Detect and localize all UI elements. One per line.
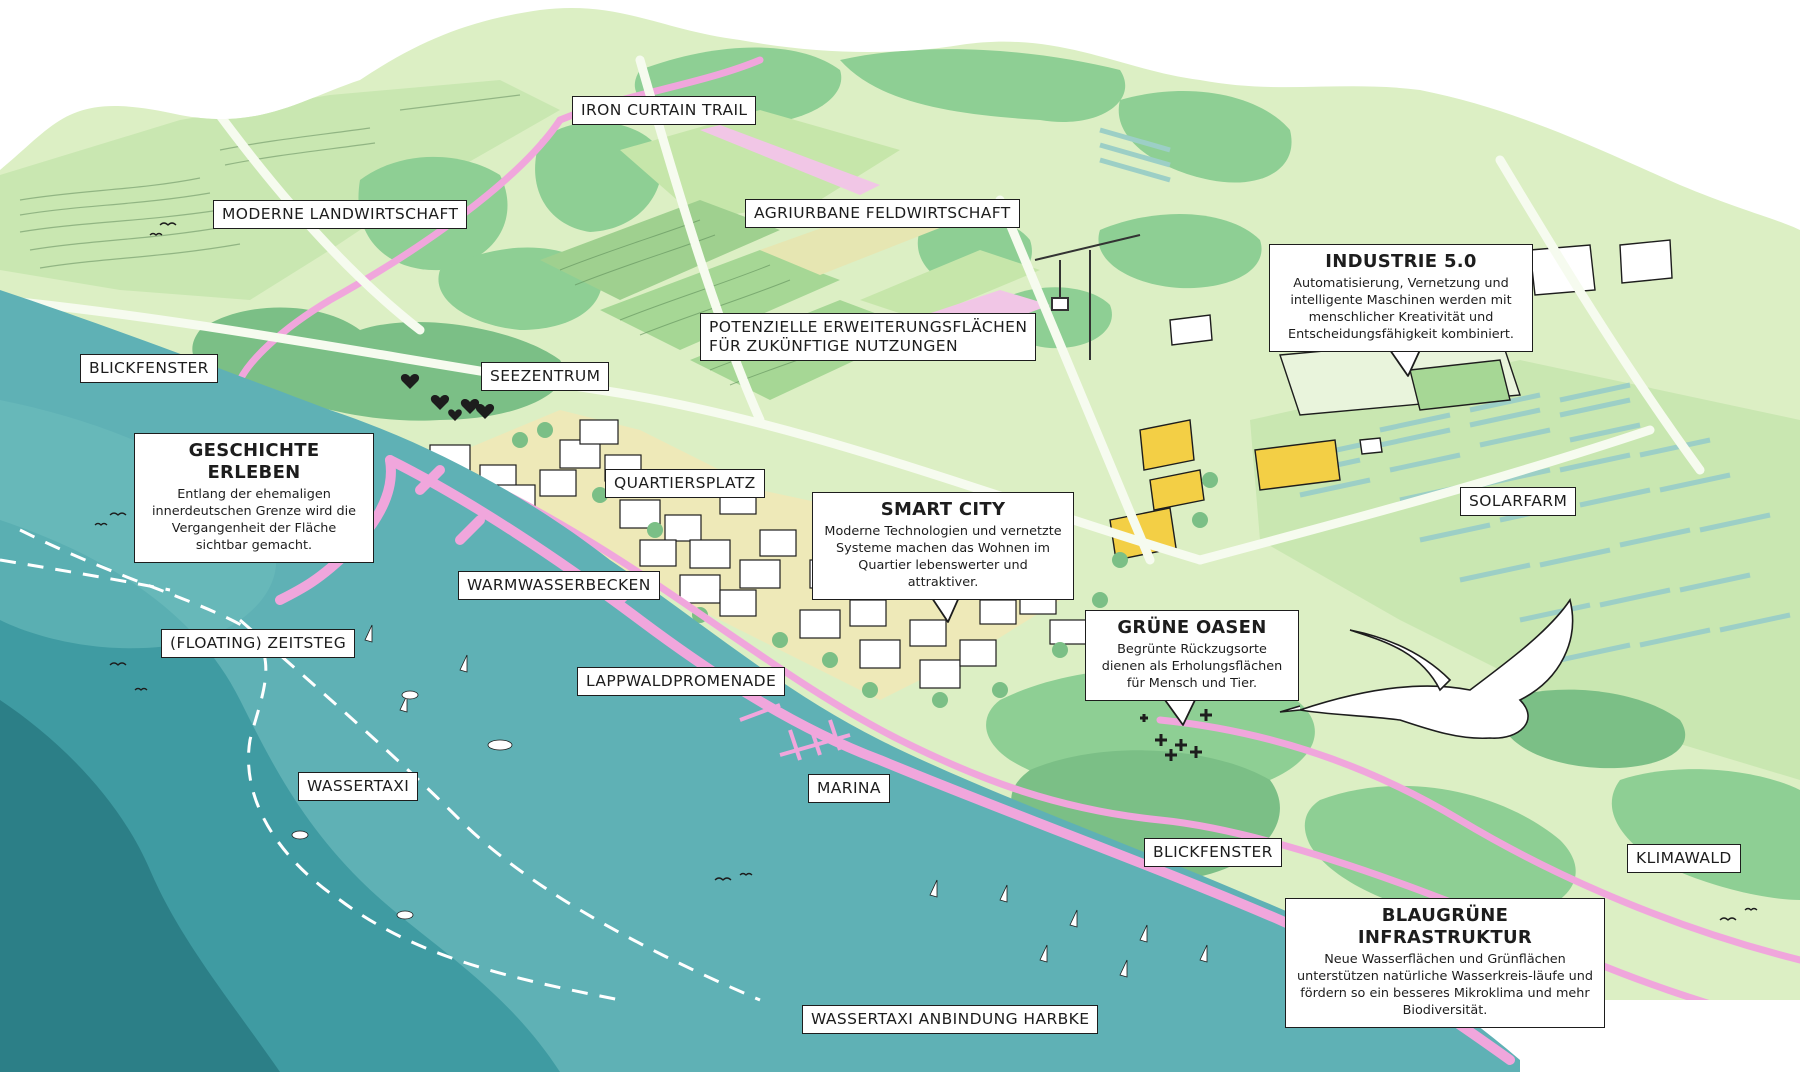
label-wassertaxi: WASSERTAXI (298, 772, 419, 801)
callout-blaugruen-text: Neue Wasserflächen und Grünflächen unter… (1296, 952, 1594, 1018)
callout-smart-city: SMART CITY Moderne Technologien und vern… (812, 492, 1074, 600)
callout-geschichte-erleben: GESCHICHTE ERLEBEN Entlang der ehemalige… (134, 433, 374, 563)
callout-gruene-oasen-title: GRÜNE OASEN (1117, 617, 1267, 638)
bird-icons (94, 222, 1758, 921)
label-wassertaxi-harbke: WASSERTAXI ANBINDUNG HARBKE (802, 1005, 1099, 1034)
label-klimawald: KLIMAWALD (1627, 844, 1741, 873)
label-moderne-landwirtschaft: MODERNE LANDWIRTSCHAFT (213, 200, 468, 229)
erweiterung-line-2: FÜR ZUKÜNFTIGE NUTZUNGEN (709, 337, 958, 355)
label-solarfarm: SOLARFARM (1460, 487, 1577, 516)
label-blickfenster-west: BLICKFENSTER (80, 354, 218, 383)
callout-geschichte-text: Entlang der ehemaligen innerdeutschen Gr… (151, 487, 356, 553)
callout-smart-city-title: SMART CITY (880, 499, 1006, 520)
erweiterung-line-1: POTENZIELLE ERWEITERUNGSFLÄCHEN (709, 318, 1028, 336)
label-erweiterungsflaechen: POTENZIELLE ERWEITERUNGSFLÄCHEN FÜR ZUKÜ… (700, 313, 1037, 361)
cross-icons (1140, 709, 1212, 761)
heart-icons (400, 374, 495, 421)
callout-blaugruene-infrastruktur: BLAUGRÜNE INFRASTRUKTUR Neue Wasserfläch… (1285, 898, 1605, 1028)
callout-blaugruen-title: BLAUGRÜNE INFRASTRUKTUR (1357, 905, 1533, 948)
callout-smart-city-text: Moderne Technologien und vernetzte Syste… (824, 524, 1062, 590)
label-blickfenster-south: BLICKFENSTER (1144, 838, 1282, 867)
label-marina: MARINA (808, 774, 890, 803)
label-floating-zeitsteg: (FLOATING) ZEITSTEG (161, 629, 356, 658)
callout-geschichte-title: GESCHICHTE ERLEBEN (188, 440, 320, 483)
label-quartiersplatz: QUARTIERSPLATZ (605, 469, 765, 498)
callout-industrie: INDUSTRIE 5.0 Automatisierung, Vernetzun… (1269, 244, 1533, 352)
callout-industrie-text: Automatisierung, Vernetzung und intellig… (1287, 276, 1514, 342)
label-warmwasserbecken: WARMWASSERBECKEN (458, 571, 660, 600)
label-seezentrum: SEEZENTRUM (481, 362, 610, 391)
stork-illustration (1279, 598, 1574, 740)
label-agriurbane-feldwirtschaft: AGRIURBANE FELDWIRTSCHAFT (745, 199, 1020, 228)
callout-gruene-oasen-text: Begrünte Rückzugsorte dienen als Erholun… (1101, 642, 1283, 691)
label-lappwaldpromenade: LAPPWALDPROMENADE (577, 667, 786, 696)
callout-industrie-title: INDUSTRIE 5.0 (1325, 251, 1477, 272)
callout-gruene-oasen: GRÜNE OASEN Begrünte Rückzugsorte dienen… (1085, 610, 1299, 701)
label-iron-curtain-trail: IRON CURTAIN TRAIL (572, 96, 757, 125)
